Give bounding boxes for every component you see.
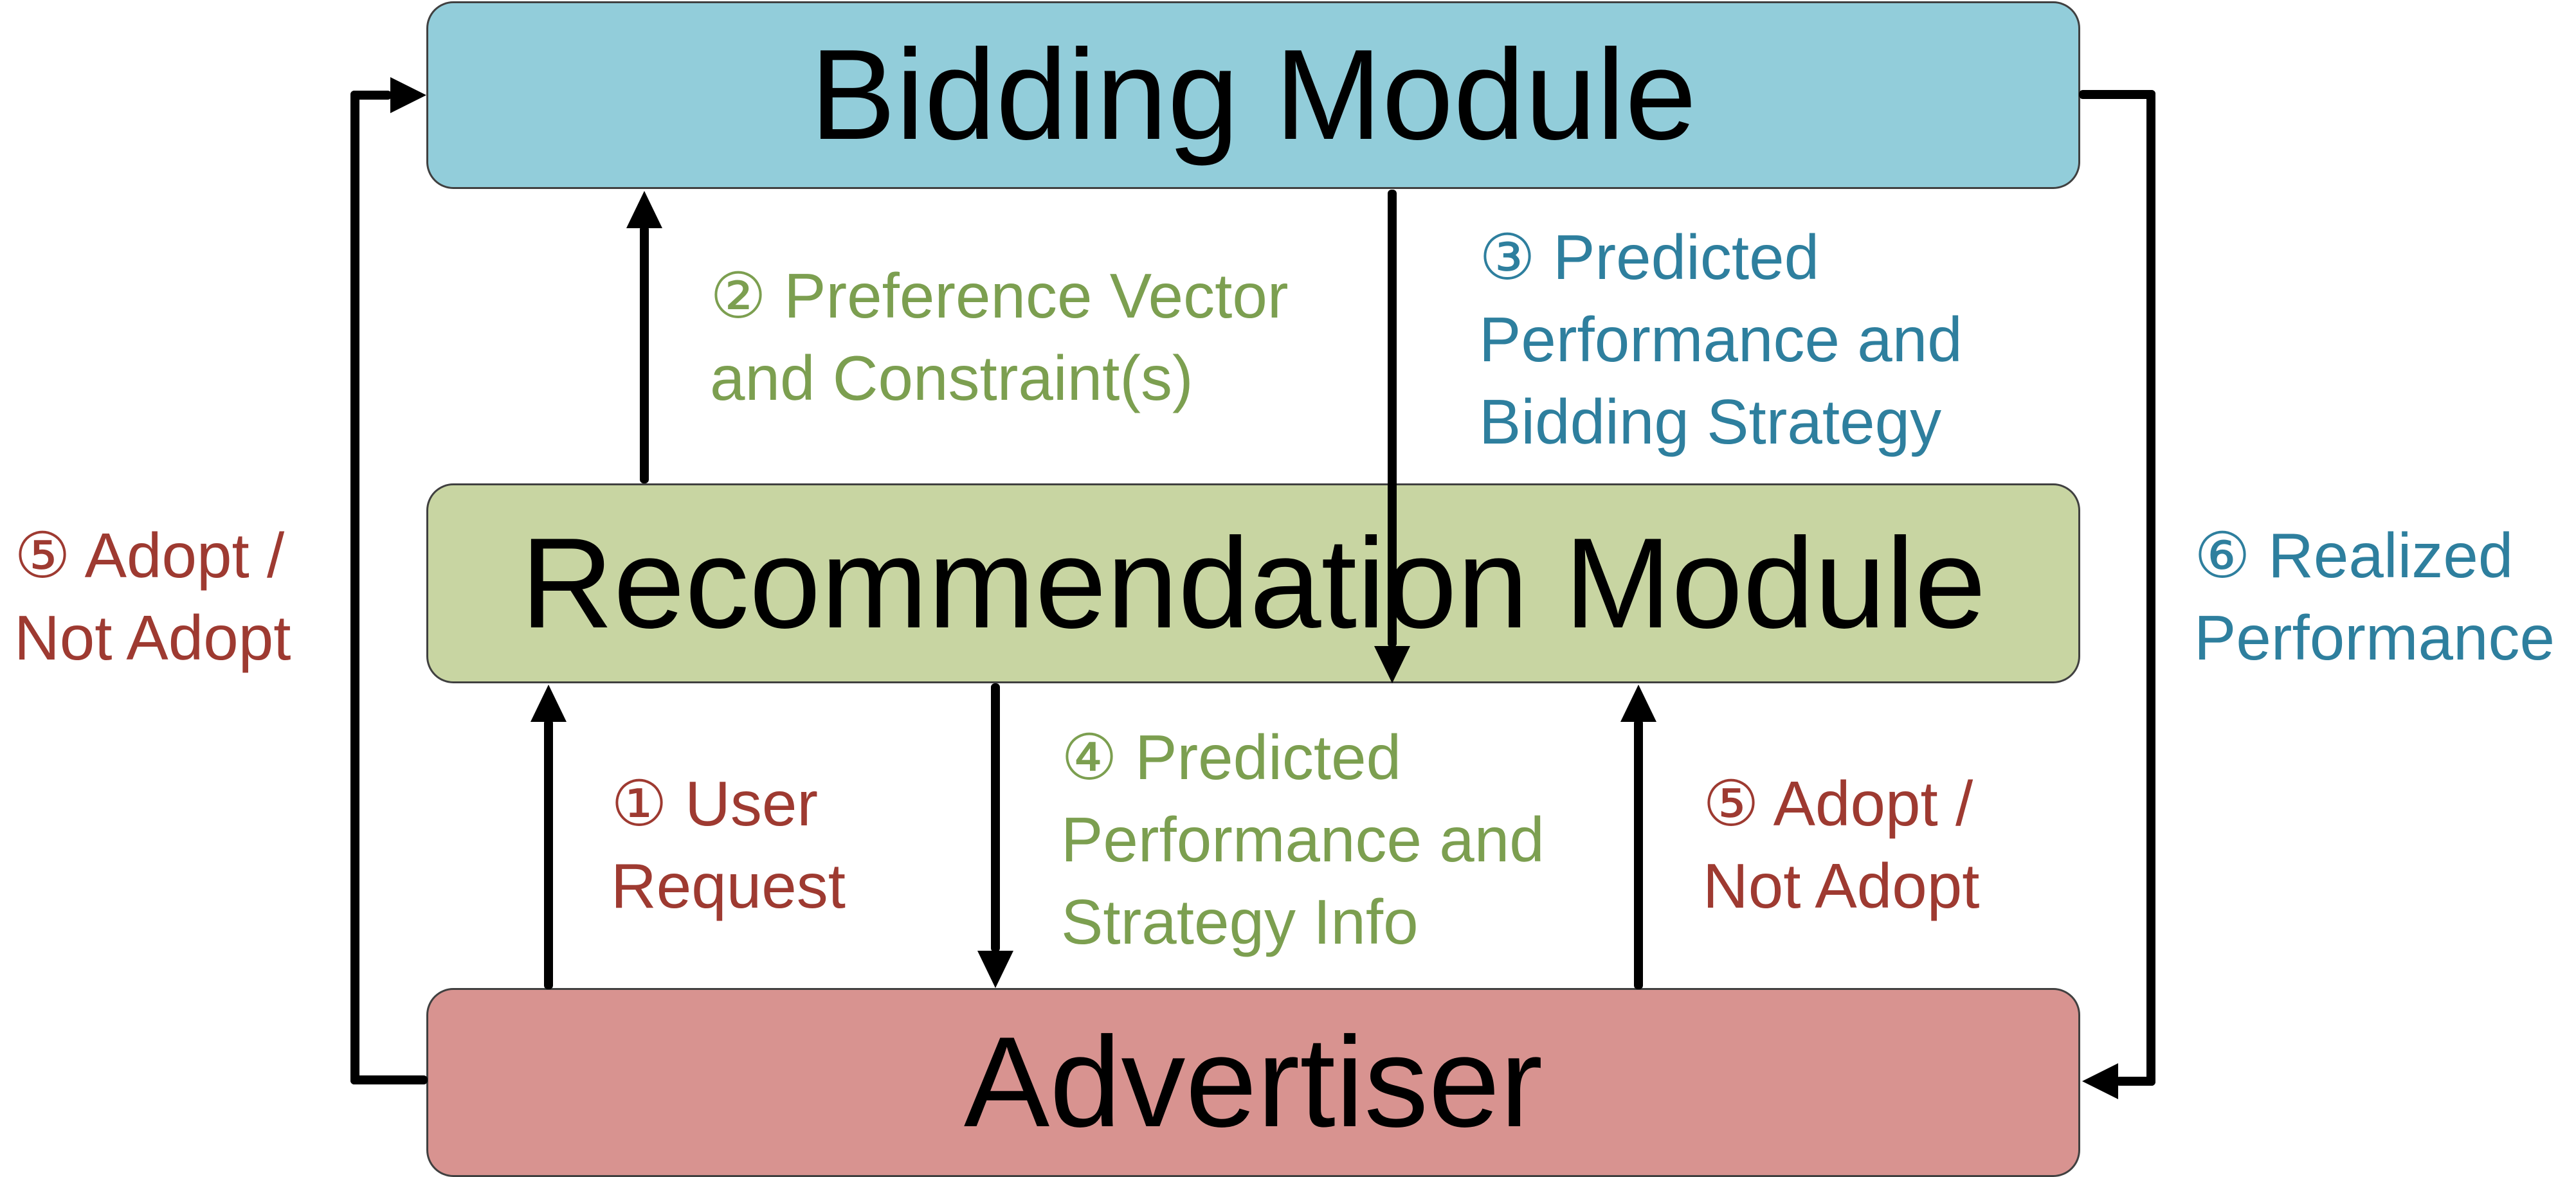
advertiser-title: Advertiser <box>963 1011 1543 1154</box>
label-adopt-not-adopt-right: ⑤ Adopt / Not Adopt <box>1703 768 1980 921</box>
label-predicted-performance-strategy: ④ Predicted Performance and Strategy Inf… <box>1061 722 1545 957</box>
arrowhead-down-icon <box>1374 646 1410 683</box>
arrowhead-up-icon <box>1620 685 1656 722</box>
label-realized-performance: ⑥ Realized Performance <box>2194 520 2555 673</box>
bidding-module-title: Bidding Module <box>810 23 1697 166</box>
advertiser-box: Advertiser <box>426 988 2080 1177</box>
recommendation-module-box: Recommendation Module <box>426 483 2080 683</box>
bidding-module-box: Bidding Module <box>426 1 2080 189</box>
label-user-request: ① User Request <box>611 768 846 921</box>
label-preference-vector: ② Preference Vector and Constraint(s) <box>710 260 1289 413</box>
arrowhead-left-icon <box>2082 1063 2118 1099</box>
label-predicted-performance-bidding: ③ Predicted Performance and Bidding Stra… <box>1479 222 1963 457</box>
recommendation-module-title: Recommendation Module <box>520 511 1986 655</box>
arrowhead-right-icon <box>390 77 426 113</box>
arrowhead-down-icon <box>977 951 1013 988</box>
arrowhead-up-icon <box>531 685 567 722</box>
arrowhead-up-icon <box>626 191 662 228</box>
label-adopt-not-adopt-left: ⑤ Adopt / Not Adopt <box>14 520 291 673</box>
